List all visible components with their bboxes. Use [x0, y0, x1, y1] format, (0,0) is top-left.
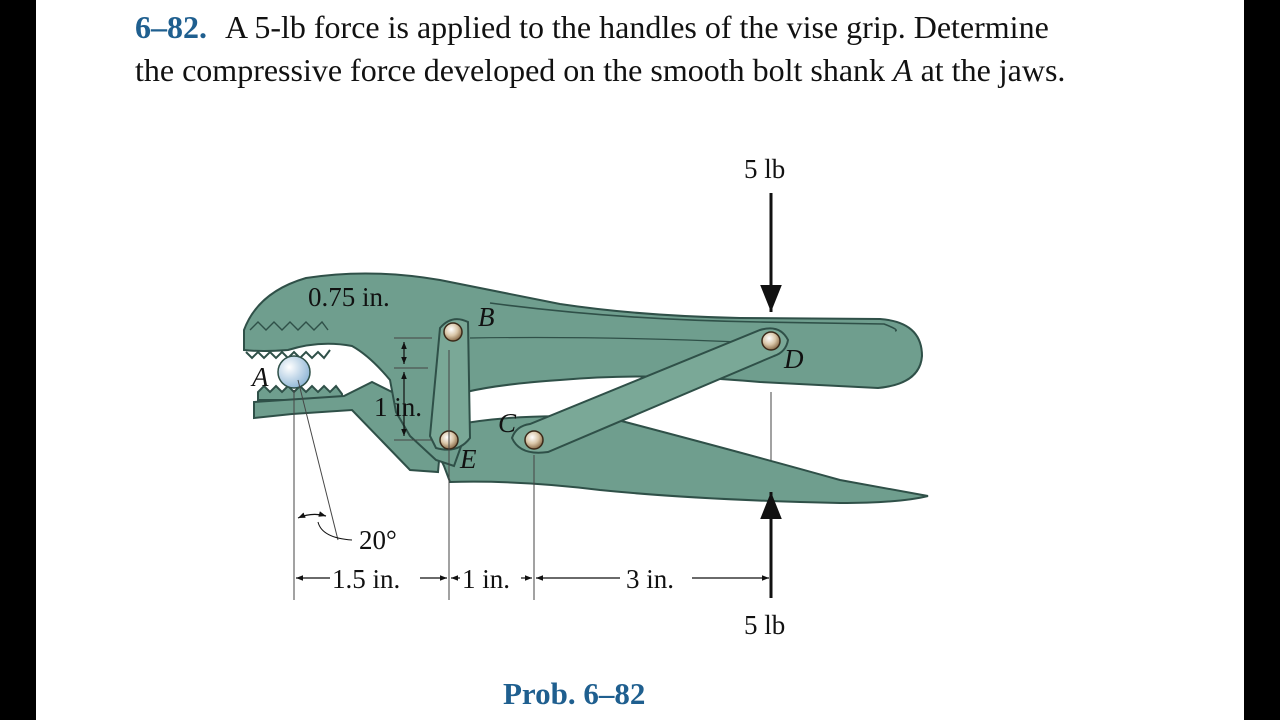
angle-label: 20° [359, 525, 397, 555]
point-C-label: C [498, 408, 517, 438]
top-force-label: 5 lb [744, 154, 785, 184]
extension-lines [293, 337, 772, 600]
link-BE [428, 318, 472, 451]
pin-B [443, 322, 463, 342]
textbook-page: 6–82.A 5-lb force is applied to the hand… [36, 0, 1244, 720]
pin-C [524, 430, 544, 450]
vise-grip-diagram: 5 lb 5 lb 0.75 in. 1 in. 20° 1.5 in. 1 i… [243, 154, 929, 640]
problem-statement: 6–82.A 5-lb force is applied to the hand… [135, 6, 1095, 92]
shank-label: A [893, 52, 913, 88]
toggle-link-CD [510, 327, 790, 454]
bottom-force-label: 5 lb [744, 610, 785, 640]
problem-text-end: at the jaws. [912, 52, 1066, 88]
lower-jaw-teeth [257, 384, 343, 401]
dim-3-label: 3 in. [626, 564, 674, 594]
pin-D [761, 331, 781, 351]
upper-jaw-serration [249, 320, 329, 331]
point-D-label: D [783, 344, 804, 374]
bolt-shank [277, 355, 311, 389]
angle-leader [317, 521, 353, 541]
dim-1-vert-label: 1 in. [374, 392, 422, 422]
angle-arc [297, 511, 327, 519]
figure-caption: Prob. 6–82 [503, 676, 646, 711]
dim-15-label: 1.5 in. [332, 564, 400, 594]
problem-text-start: A 5-lb force is applied to the handles o… [135, 9, 1049, 88]
point-A-label: A [250, 362, 269, 392]
dim-075-label: 0.75 in. [308, 282, 390, 312]
dim-1-horiz-label: 1 in. [462, 564, 510, 594]
point-E-label: E [459, 444, 477, 474]
upper-handle-crease [469, 336, 741, 343]
problem-number: 6–82. [135, 9, 207, 45]
upper-handle-groove [489, 302, 897, 332]
point-B-label: B [478, 302, 495, 332]
